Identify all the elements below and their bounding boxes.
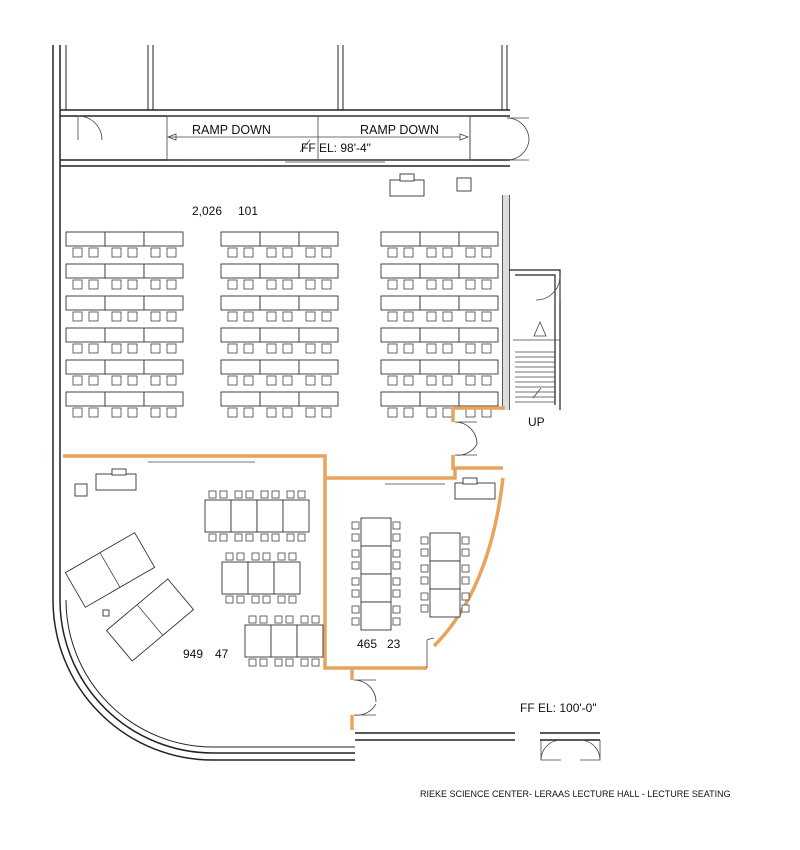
drawing-caption: RIEKE SCIENCE CENTER- LERAAS LECTURE HAL… [420,789,731,799]
room-47-number: 47 [215,647,229,661]
exterior-walls [52,45,600,761]
highlighted-walls [63,406,505,730]
room-23-number: 23 [387,637,401,651]
floor-elevation-lower: FF EL: 100'-0" [520,701,597,715]
doors [148,421,601,761]
stair [509,269,561,410]
room-23-area: 465 [357,637,377,651]
floor-elevation-upper: FF EL: 98'-4" [301,141,371,155]
ramp-down-label-right: RAMP DOWN [360,123,439,137]
corridor [60,45,530,167]
room-47 [64,468,324,667]
lecture-seating [65,231,499,418]
stair-up-label: UP [528,415,545,429]
room-101 [389,173,510,410]
room-101-area: 2,026 [192,204,222,218]
room-23 [351,477,496,631]
room-101-number: 101 [238,204,258,218]
plan-labels: RAMP DOWN RAMP DOWN FF EL: 98'-4" 2,026 … [183,123,731,799]
ramp-down-label-left: RAMP DOWN [192,123,271,137]
room-47-area: 949 [183,647,203,661]
